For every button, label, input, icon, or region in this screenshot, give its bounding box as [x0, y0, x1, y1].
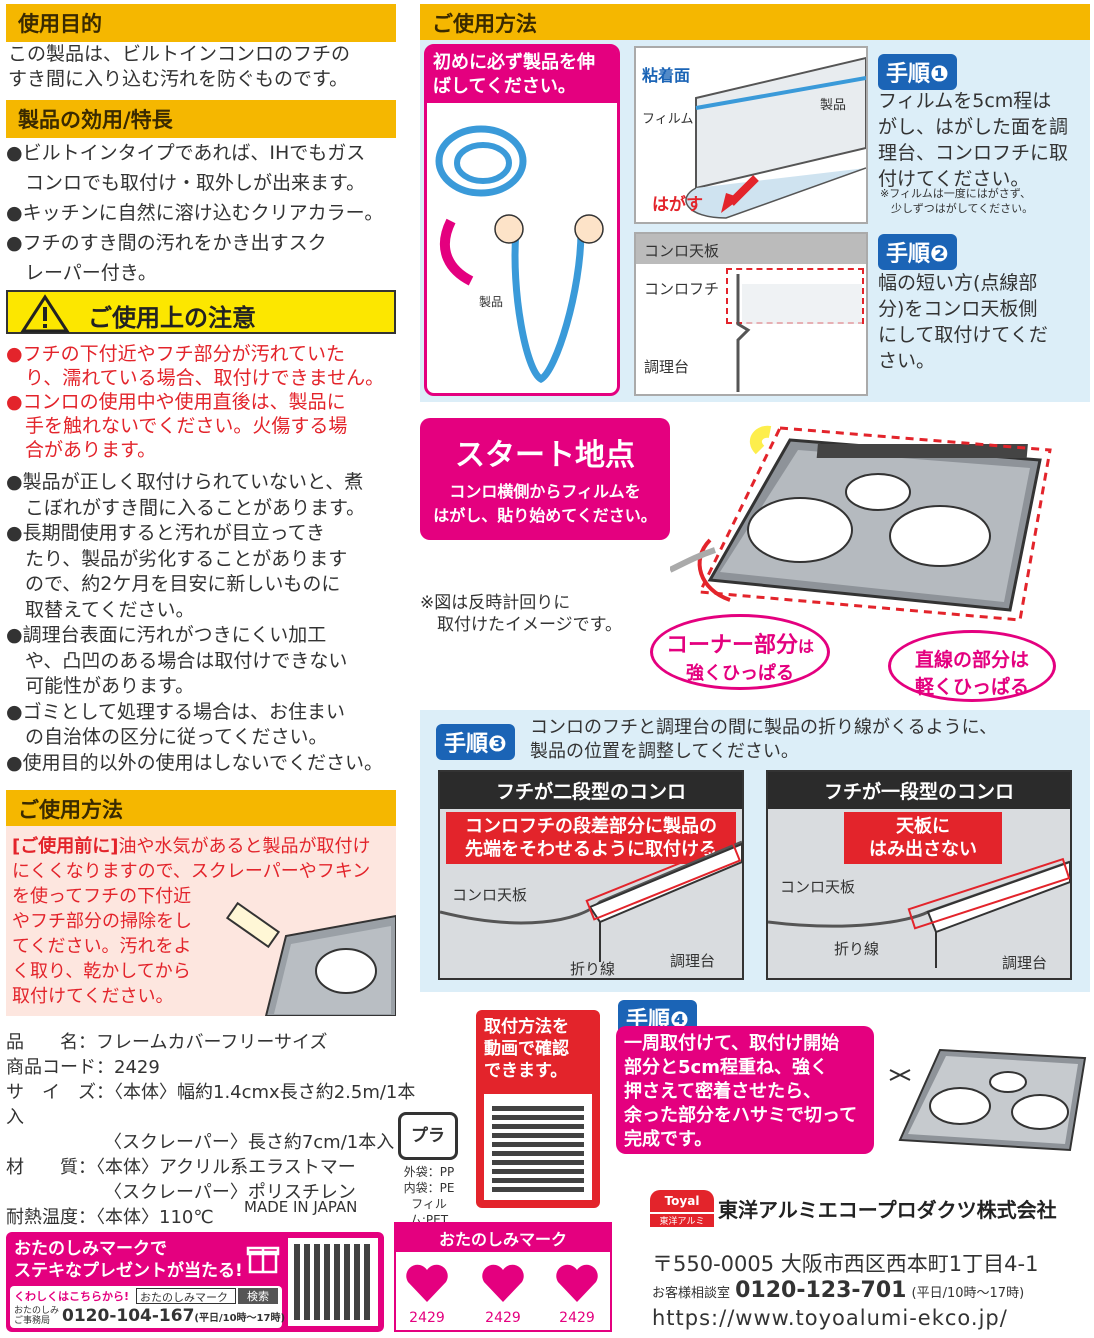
spec-row: 耐熱温度：〈本体〉110℃ — [6, 1207, 214, 1228]
caution-list: ●製品が正しく取付けられていないと、煮 こぼれがすき間に入ることがあります。 ●… — [6, 471, 384, 774]
peel-illustration: 粘着面 フィルム 製品 はがす — [634, 46, 868, 224]
spec-row: サ イ ズ：〈本体〉幅約1.4cmx長さ約2.5m/1本入 — [6, 1082, 416, 1128]
heart-mark: 2429 — [554, 1260, 600, 1326]
qr-code-otanoshimi[interactable] — [288, 1238, 378, 1326]
step4-text: 一周取付けて、取付け開始部分と5cm程重ね、強く押さえて密着させたら、余った部分… — [616, 1026, 874, 1154]
heart-mark: 2429 — [404, 1260, 450, 1326]
step1-note: ※フィルムは一度にはがさず、 少しずつはがしてください。 — [880, 187, 1034, 215]
two-step-illustration: フチが二段型のコンロ コンロフチの段差部分に製品の先端をそわせるように取付ける … — [438, 770, 744, 980]
company-tel: お客様相談室 0120-123-701 (平日/10時〜17時) — [652, 1278, 1025, 1303]
one-step-caption: 天板にはみ出さない — [844, 812, 1002, 864]
step2-badge: 手順❷ — [878, 234, 957, 270]
counter-clockwise-note: ※図は反時計回りに 取付けたイメージです。 — [420, 593, 622, 635]
company-address: 〒550-0005 大阪市西区西本町1丁目4-1 — [652, 1252, 1039, 1276]
otanoshimi-panel: おたのしみマークで ステキなプレゼントが当たる! くわしくはこちらから! おたの… — [6, 1232, 384, 1332]
one-step-illustration: フチが一段型のコンロ 天板にはみ出さない コンロ天板 折り線 調理台 — [766, 770, 1072, 980]
step1-text: フィルムを5cm程はがし、はがした面を調理台、コンロフチに取付けてください。 — [878, 90, 1069, 190]
corner-bubble: コーナー部分は 強くひっぱる — [650, 614, 830, 690]
search-input[interactable]: おたのしみマーク — [136, 1288, 236, 1304]
purpose-header: 使用目的 — [6, 4, 396, 42]
usage-left-header: ご使用方法 — [6, 790, 396, 828]
two-step-caption: コンロフチの段差部分に製品の先端をそわせるように取付ける — [446, 812, 736, 864]
company-name: 東洋アルミエコープロダクツ株式会社 — [718, 1198, 1057, 1222]
spec-table: 品 名：フレームカバーフリーサイズ 商品コード：2429 サ イ ズ：〈本体〉幅… — [6, 1030, 416, 1230]
heart-icon — [482, 1264, 524, 1302]
company-url[interactable]: https://www.toyoalumi-ekco.jp/ — [652, 1306, 1008, 1330]
otanoshimi-tel: 0120-104-167(平日/10時〜17時) — [62, 1306, 286, 1326]
search-button[interactable]: 検索 — [238, 1288, 278, 1304]
spec-row: 品 名：フレームカバーフリーサイズ — [6, 1032, 328, 1053]
straight-bubble: 直線の部分は 軽くひっぱる — [888, 630, 1056, 702]
mark-panel: おたのしみマーク 2429 2429 2429 — [394, 1222, 612, 1332]
spec-row: 材 質：〈本体〉アクリル系エラストマー — [6, 1157, 356, 1178]
qr-code-video[interactable] — [484, 1094, 592, 1200]
stretch-illustration — [435, 125, 604, 383]
spec-row: 商品コード：2429 — [6, 1057, 160, 1078]
finished-stove-illustration — [889, 1048, 1087, 1152]
company-logo: Toyal 東洋アルミ — [650, 1190, 714, 1234]
features-header: 製品の効用/特長 — [6, 100, 396, 138]
heart-icon — [556, 1264, 598, 1302]
heart-icon — [406, 1264, 448, 1302]
step3-text: コンロのフチと調理台の間に製品の折り線がくるように、製品の位置を調整してください… — [530, 717, 998, 762]
recycle-icon: プラ — [398, 1112, 458, 1160]
features-list: ●ビルトインタイプであれば、IHでもガス コンロでも取付け・取外しが出来ます。 … — [6, 142, 384, 284]
step3-badge: 手順❸ — [436, 724, 515, 760]
caution-header: ご使用上の注意 — [6, 290, 396, 334]
step2-text: 幅の短い方(点線部分)をコンロ天板側にして取付けてください。 — [878, 272, 1048, 372]
scissors-icon — [889, 1069, 911, 1081]
cross-section-illustration: コンロ天板 コンロフチ 調理台 — [634, 232, 868, 396]
warning-icon — [20, 294, 70, 333]
step1-badge: 手順❶ — [878, 54, 957, 90]
usage-right-header: ご使用方法 — [420, 4, 1090, 42]
gift-icon — [246, 1246, 280, 1274]
before-use-panel: [ご使用前に]油や水気があると製品が取付け にくくなりますので、スクレーパーやフ… — [6, 826, 396, 1016]
made-in: MADE IN JAPAN — [244, 1198, 358, 1216]
start-callout: スタート地点 コンロ横側からフィルムを はがし、貼り始めてください。 — [420, 418, 670, 540]
caution-red-list: ●フチの下付近やフチ部分が汚れていた り、濡れている場合、取付けできません。 ●… — [6, 343, 385, 461]
stove-diagram — [670, 425, 1052, 622]
stretch-panel: 初めに必ず製品を伸ばしてください。 製品 — [424, 44, 620, 396]
video-panel: 取付方法を 動画で確認 できます。 — [476, 1010, 600, 1208]
scraper-cleaning-illustration — [225, 901, 396, 1016]
spec-row: 〈スクレーパー〉ポリスチレン — [104, 1182, 356, 1203]
purpose-text: この製品は、ビルトインコンロのフチの すき間に入り込む汚れを防ぐものです。 — [8, 43, 351, 90]
spec-row: 〈スクレーパー〉長さ約7cm/1本入 — [104, 1132, 395, 1153]
heart-mark: 2429 — [480, 1260, 526, 1326]
